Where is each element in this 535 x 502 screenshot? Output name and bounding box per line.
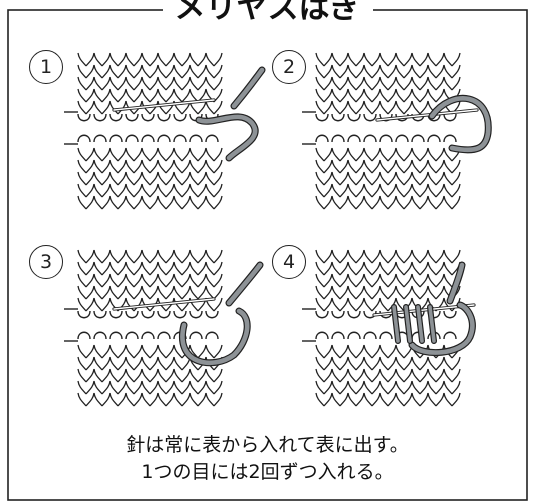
- step-number-2: 2: [272, 50, 306, 84]
- page-title: メリヤスはぎ: [0, 0, 535, 27]
- step-1-illustration: [64, 52, 266, 210]
- caption-line-2: 1つの目には2回ずつ入れる。: [141, 461, 394, 483]
- caption-line-1: 針は常に表から入れて表に出す。: [126, 434, 409, 456]
- step-number-3: 3: [29, 245, 63, 279]
- step-number-4: 4: [272, 245, 306, 279]
- step-number-1: 1: [29, 50, 63, 84]
- frame-border: [7, 9, 528, 501]
- step-2-illustration: [302, 52, 492, 210]
- step-3-illustration: [64, 249, 264, 407]
- panels: [64, 52, 492, 407]
- step-4-illustration: [302, 249, 476, 407]
